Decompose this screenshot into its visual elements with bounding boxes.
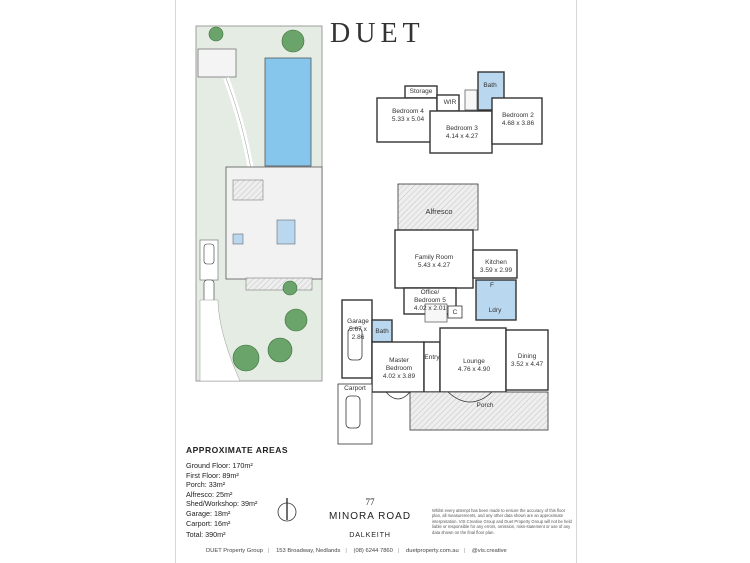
tree-icon bbox=[282, 280, 298, 296]
bedroom3-room bbox=[429, 110, 493, 154]
lounge-room bbox=[439, 327, 507, 393]
c-closet bbox=[447, 305, 463, 319]
lounge-bay bbox=[447, 391, 493, 403]
site-car-1 bbox=[203, 243, 215, 265]
areas-title: APPROXIMATE AREAS bbox=[186, 445, 289, 455]
stair-lower bbox=[424, 303, 448, 323]
areas-total: Total: 390m² bbox=[186, 530, 226, 539]
pool bbox=[264, 57, 312, 167]
bedroom2-room bbox=[491, 97, 543, 145]
areas-list: Ground Floor: 170m² First Floor: 89m² Po… bbox=[186, 461, 257, 528]
site-plan bbox=[195, 25, 323, 382]
bedroom4-room bbox=[376, 97, 438, 143]
area-item: Shed/Workshop: 39m² bbox=[186, 499, 258, 509]
footer-credit[interactable]: @vis.creative bbox=[471, 548, 507, 554]
path-walkway-edge bbox=[225, 77, 253, 176]
porch-area bbox=[409, 391, 549, 431]
carport-label: Carport bbox=[344, 385, 366, 392]
entry-label: Entry bbox=[424, 354, 440, 361]
footer-address: 153 Broadway, Nedlands bbox=[276, 548, 341, 554]
tree-icon bbox=[284, 308, 308, 332]
house-porch bbox=[245, 277, 313, 291]
tree-icon bbox=[208, 26, 224, 42]
master-bay bbox=[385, 391, 411, 400]
tree-icon bbox=[267, 337, 293, 363]
porch-label: Porch bbox=[476, 402, 494, 409]
ldry-label: Ldry bbox=[488, 307, 502, 314]
master-room bbox=[371, 341, 425, 393]
brand-logo: DUET bbox=[330, 18, 425, 49]
street-name: MINORA ROAD bbox=[328, 511, 412, 522]
trees bbox=[208, 26, 308, 372]
house-bath-blue bbox=[232, 233, 244, 245]
kitchen-room bbox=[472, 249, 518, 279]
area-item: Carport: 16m² bbox=[186, 518, 231, 528]
disclaimer: Whilst every attempt has been made to en… bbox=[432, 508, 572, 535]
area-item: Porch: 33m² bbox=[186, 480, 226, 490]
house-kitchen-blue bbox=[276, 219, 296, 245]
c-label: C bbox=[452, 309, 458, 316]
first-floor-plan bbox=[376, 71, 543, 154]
bath-upper-label: Bath bbox=[483, 82, 497, 89]
alfresco-label: Alfresco bbox=[425, 207, 453, 216]
area-item: Ground Floor: 170m² bbox=[186, 461, 253, 470]
suburb: DALKEITH bbox=[349, 530, 391, 539]
tree-icon bbox=[281, 29, 305, 53]
bath-upper-room bbox=[477, 71, 505, 111]
area-item: First Floor: 89m² bbox=[186, 470, 239, 480]
area-item: Alfresco: 25m² bbox=[186, 489, 233, 499]
dining-room bbox=[505, 329, 549, 391]
f-label: F bbox=[490, 282, 494, 289]
shed bbox=[197, 48, 237, 78]
wir-label: WIR bbox=[443, 99, 457, 106]
street-number: 77 bbox=[365, 497, 375, 507]
tree-icon bbox=[232, 344, 260, 372]
carport-car bbox=[345, 395, 361, 429]
ground-floor-plan bbox=[337, 183, 549, 445]
footer-company: DUET Property Group bbox=[206, 548, 263, 554]
footer-phone[interactable]: (08) 6244 7860 bbox=[353, 548, 393, 554]
garage-car bbox=[347, 327, 363, 361]
area-item: Garage: 18m² bbox=[186, 508, 231, 518]
footer: DUET Property Group| 153 Broadway, Nedla… bbox=[206, 548, 507, 554]
ldry-room bbox=[475, 279, 517, 321]
north-arrow bbox=[277, 498, 297, 522]
house-alfresco bbox=[232, 179, 264, 201]
bath-label: Bath bbox=[375, 328, 389, 335]
stair-upper bbox=[464, 89, 478, 111]
footer-web[interactable]: duetproperty.com.au bbox=[406, 548, 459, 554]
site-car-2 bbox=[203, 279, 215, 303]
storage-label: Storage bbox=[409, 88, 433, 95]
entry-room bbox=[423, 341, 441, 393]
